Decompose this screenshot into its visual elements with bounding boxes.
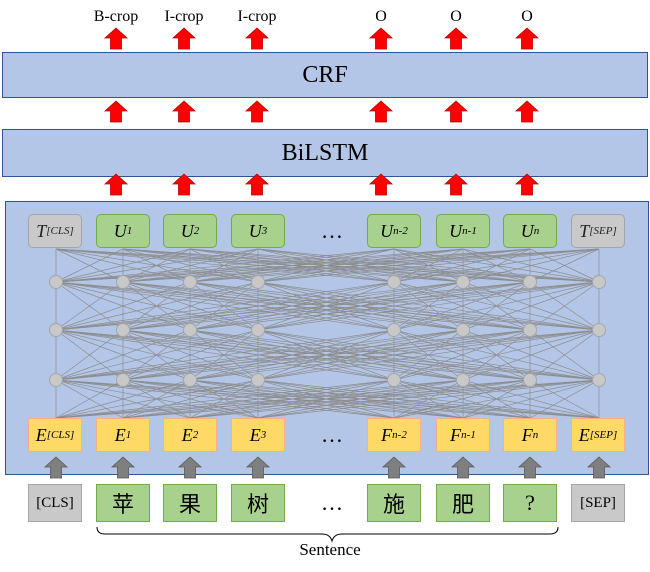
output-arrows xyxy=(103,27,540,196)
hidden-node xyxy=(387,373,401,387)
hidden-node xyxy=(523,323,537,337)
input-token-1: 苹 xyxy=(96,484,150,522)
input-token-cls: [CLS] xyxy=(28,484,82,522)
output-arrow-icon xyxy=(368,27,394,50)
output-arrow-icon xyxy=(244,100,270,123)
embedding-sep: E[SEP] xyxy=(571,418,625,452)
input-arrow-icon xyxy=(517,456,543,479)
hidden-node xyxy=(456,275,470,289)
hidden-node xyxy=(251,373,265,387)
hidden-node xyxy=(49,275,63,289)
hidden-node xyxy=(183,275,197,289)
input-arrows xyxy=(43,456,612,479)
token-repr-cls: T[CLS] xyxy=(28,214,82,248)
output-label-5: O xyxy=(450,8,462,25)
input-arrow-icon xyxy=(110,456,136,479)
input-arrow-icon xyxy=(450,456,476,479)
output-arrow-icon xyxy=(514,100,540,123)
output-label-3: I-crop xyxy=(237,8,277,25)
input-token-sep: [SEP] xyxy=(571,484,625,522)
input-token-n-2: 施 xyxy=(367,484,421,522)
ellipsis-top: … xyxy=(321,218,343,243)
output-arrow-icon xyxy=(514,173,540,196)
input-token-3: 树 xyxy=(231,484,285,522)
embedding-cls: E[CLS] xyxy=(28,418,82,452)
hidden-node xyxy=(592,323,606,337)
hidden-node xyxy=(592,373,606,387)
output-arrow-icon xyxy=(368,173,394,196)
hidden-node xyxy=(116,373,130,387)
output-arrow-icon xyxy=(103,100,129,123)
hidden-node xyxy=(49,323,63,337)
hidden-node xyxy=(523,275,537,289)
hidden-nodes xyxy=(49,275,606,387)
output-arrow-icon xyxy=(171,100,197,123)
hidden-node xyxy=(183,373,197,387)
output-arrow-icon xyxy=(244,27,270,50)
output-arrow-icon xyxy=(171,173,197,196)
input-token-n-1: 肥 xyxy=(436,484,490,522)
output-arrow-icon xyxy=(103,173,129,196)
hidden-node xyxy=(116,323,130,337)
output-arrow-icon xyxy=(171,27,197,50)
crf-layer: CRF xyxy=(2,52,648,98)
hidden-node xyxy=(251,323,265,337)
output-arrow-icon xyxy=(514,27,540,50)
bilstm-layer: BiLSTM xyxy=(2,129,648,177)
output-arrow-icon xyxy=(103,27,129,50)
hidden-node xyxy=(592,275,606,289)
sentence-label: Sentence xyxy=(299,540,361,559)
hidden-node xyxy=(183,323,197,337)
output-label-6: O xyxy=(521,8,533,25)
input-arrow-icon xyxy=(43,456,69,479)
input-token-n: ? xyxy=(503,484,557,522)
output-arrow-icon xyxy=(443,27,469,50)
ellipsis-bottom: … xyxy=(321,490,343,515)
output-label-4: O xyxy=(375,8,387,25)
sentence-brace xyxy=(96,526,559,543)
output-label-1: B-crop xyxy=(93,8,139,25)
hidden-node xyxy=(387,275,401,289)
hidden-node xyxy=(251,275,265,289)
output-label-2: I-crop xyxy=(164,8,204,25)
hidden-node xyxy=(456,323,470,337)
input-arrow-icon xyxy=(177,456,203,479)
input-arrow-icon xyxy=(586,456,612,479)
hidden-node xyxy=(49,373,63,387)
output-arrow-icon xyxy=(443,100,469,123)
ellipsis-middle: … xyxy=(321,422,343,447)
input-arrow-icon xyxy=(245,456,271,479)
connection-mesh xyxy=(55,248,600,419)
hidden-node xyxy=(387,323,401,337)
hidden-node xyxy=(116,275,130,289)
input-arrow-icon xyxy=(381,456,407,479)
hidden-node xyxy=(523,373,537,387)
hidden-node xyxy=(456,373,470,387)
output-arrow-icon xyxy=(368,100,394,123)
output-arrow-icon xyxy=(443,173,469,196)
token-repr-sep: T[SEP] xyxy=(571,214,625,248)
input-token-2: 果 xyxy=(163,484,217,522)
output-arrow-icon xyxy=(244,173,270,196)
